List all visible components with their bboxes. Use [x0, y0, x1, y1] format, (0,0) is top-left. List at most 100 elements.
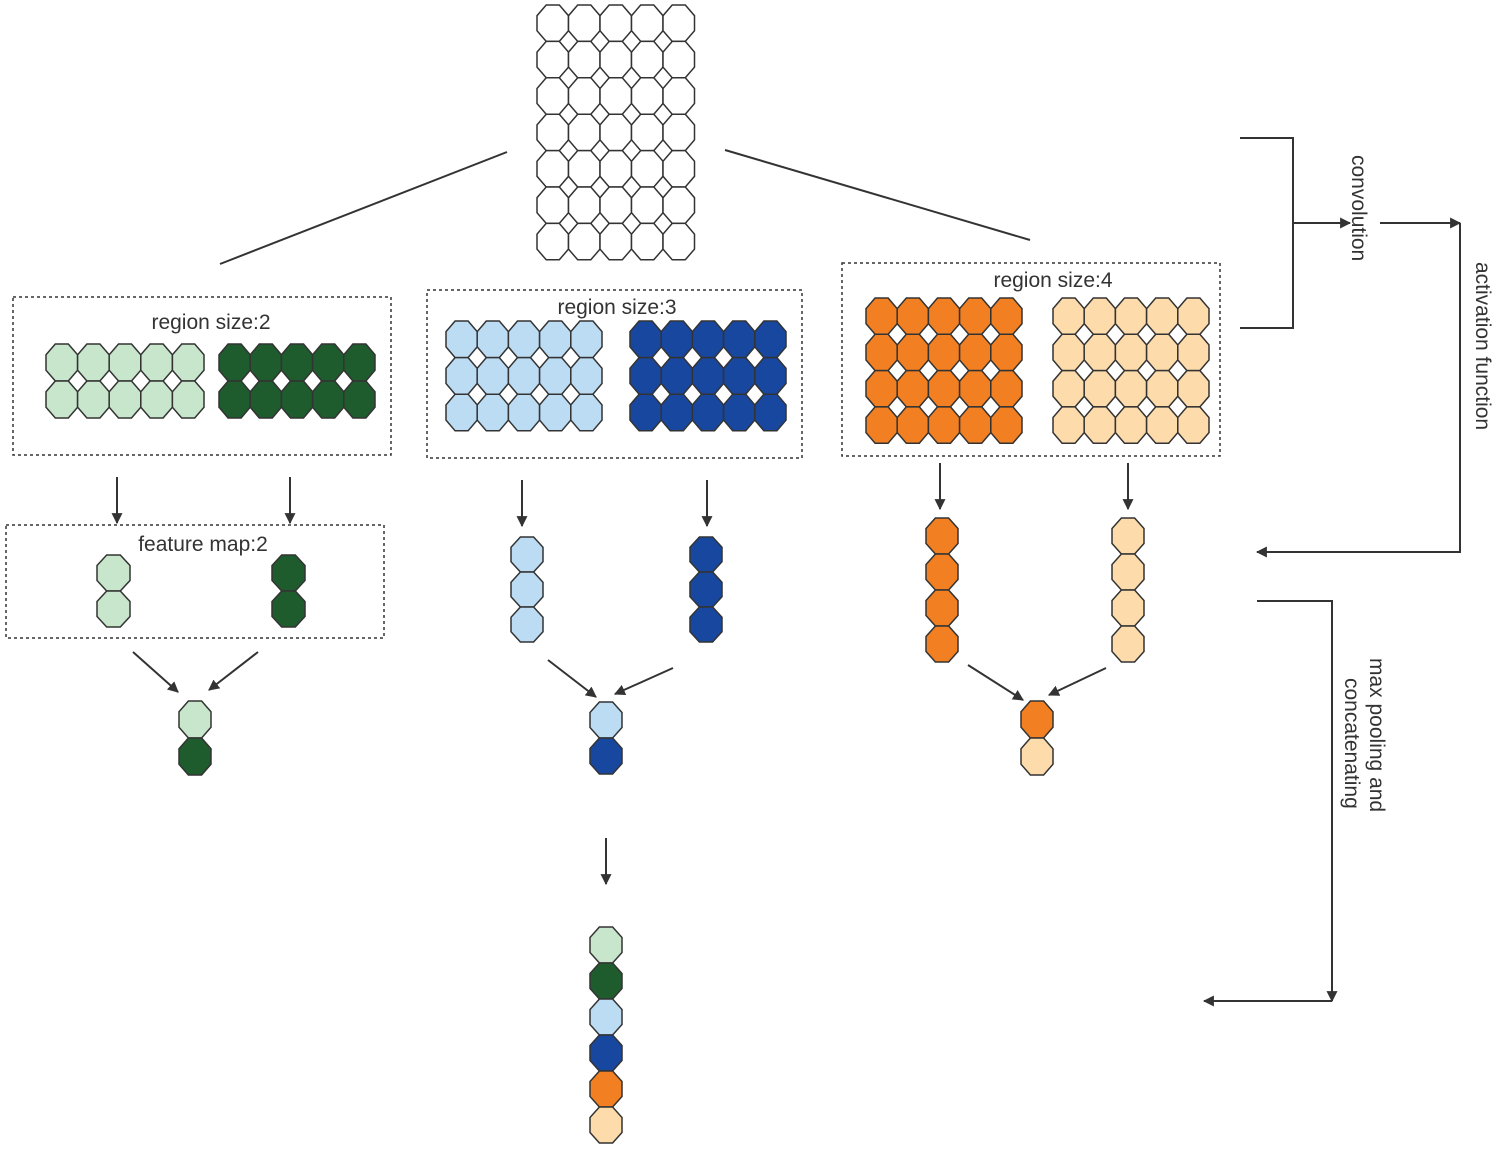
filter-r3-dark-cell: [660, 393, 694, 432]
filter-r3-dark-cell: [629, 356, 662, 395]
input-matrix-cell: [599, 4, 633, 43]
filter-r4-peach-cell: [1114, 369, 1148, 408]
input-matrix-cell: [536, 186, 570, 225]
pooled-r2-cell: [178, 737, 212, 776]
filter-r4-orange-cell: [990, 369, 1023, 408]
region-size-3-label: region size:3: [557, 296, 676, 319]
filter-r4-peach-cell: [1114, 406, 1148, 444]
input-matrix-cell: [599, 77, 633, 115]
region-size-4-label: region size:4: [993, 269, 1112, 292]
input-matrix-cell: [630, 77, 664, 115]
filter-r4-orange-cell: [927, 369, 961, 408]
filter-r2-light-cell: [140, 343, 174, 382]
filter-r4-peach-cell: [1145, 297, 1179, 336]
feature-map-r3-a-cell: [510, 571, 544, 608]
filter-r3-dark-cell: [629, 393, 662, 432]
filter-r4-orange-cell: [865, 369, 898, 408]
input-matrix-cell: [567, 186, 601, 225]
arrow-pool3-b: [613, 667, 674, 695]
filter-r3-dark-cell: [722, 320, 756, 359]
feature-map-r4-b-cell: [1111, 589, 1145, 627]
input-matrix-cell: [599, 40, 633, 79]
input-matrix-cell: [630, 186, 664, 225]
filter-r4-peach-cell: [1083, 369, 1117, 408]
pooling-label-line2: concatenating: [1340, 678, 1363, 809]
filter-r4-peach-cell: [1083, 333, 1117, 372]
pooled-r2-cell: [178, 700, 212, 739]
pooled-r4-cell: [1020, 737, 1054, 776]
filter-r4-orange-cell: [865, 406, 898, 444]
feature-map-r4-a-cell: [925, 625, 959, 663]
concatenated-output-cell: [589, 1106, 623, 1144]
filter-r2-light-cell: [108, 380, 142, 419]
activation-arrow-out: [1255, 223, 1461, 558]
arrow-pool2-a: [132, 651, 179, 693]
feature-map-r3-a-cell: [510, 536, 544, 573]
filter-r2-light-cell: [76, 380, 110, 419]
input-matrix-cell: [567, 40, 601, 79]
feature-map-r3-a-cell: [510, 606, 544, 643]
filter-r3-light-cell: [507, 393, 541, 432]
region-box-2: [12, 296, 392, 456]
filter-r2-light-cell: [45, 343, 79, 382]
input-matrix-cell: [567, 77, 601, 115]
input-matrix-cell: [567, 113, 601, 152]
filter-r2-dark-cell: [311, 380, 345, 419]
arrow-pool3-a: [547, 659, 597, 698]
region-size-2-label: region size:2: [151, 311, 270, 334]
filter-r3-light-cell: [507, 356, 541, 395]
input-matrix-cell: [536, 222, 570, 261]
filter-r4-peach-cell: [1145, 406, 1179, 444]
filter-r4-peach-cell: [1114, 333, 1148, 372]
filter-r3-light-cell: [445, 393, 478, 432]
filter-r4-peach-cell: [1145, 333, 1179, 372]
input-matrix-cell: [599, 222, 633, 261]
input-matrix-cell: [662, 113, 696, 152]
filter-r3-dark-cell: [660, 356, 694, 395]
input-matrix-cell: [536, 4, 570, 43]
filter-r2-dark-cell: [249, 343, 283, 382]
filter-r2-dark-cell: [311, 343, 345, 382]
filter-r2-light-cell: [76, 343, 110, 382]
feature-map-box: [5, 524, 385, 639]
filter-r3-light-cell: [445, 320, 478, 359]
filter-r4-orange-cell: [958, 369, 992, 408]
filter-r4-orange-cell: [958, 297, 992, 336]
filter-r2-dark-cell: [280, 343, 314, 382]
filter-r4-orange-cell: [990, 406, 1023, 444]
filter-r3-dark-cell: [722, 356, 756, 395]
filter-r2-dark-cell: [280, 380, 314, 419]
filter-r2-light-cell: [171, 380, 205, 419]
input-matrix-cell: [662, 149, 696, 188]
filter-r3-light-cell: [476, 320, 510, 359]
filter-r4-peach-cell: [1177, 369, 1210, 408]
input-matrix-cell: [630, 222, 664, 261]
filter-r4-orange-cell: [896, 406, 930, 444]
input-matrix-cell: [567, 222, 601, 261]
filter-r4-orange-cell: [990, 333, 1023, 372]
concatenated-output-cell: [589, 1034, 623, 1072]
filter-r3-light-cell: [538, 393, 572, 432]
filter-r2-dark-cell: [343, 380, 376, 419]
filter-r2-dark-cell: [218, 343, 251, 382]
filter-r3-light-cell: [538, 320, 572, 359]
filter-r2-light-cell: [171, 343, 205, 382]
arrow-pool4-b: [1048, 667, 1107, 696]
filter-r4-peach-cell: [1177, 333, 1210, 372]
filter-r3-dark-cell: [691, 393, 725, 432]
filter-r4-peach-cell: [1114, 297, 1148, 336]
input-matrix-cell: [536, 77, 570, 115]
feature-map-r3-b-cell: [689, 536, 723, 573]
input-matrix-cell: [567, 149, 601, 188]
input-matrix-cell: [630, 113, 664, 152]
input-connector-right: [724, 149, 1031, 241]
filter-r4-orange-cell: [896, 297, 930, 336]
convolution-bracket: [1240, 137, 1294, 329]
filter-r4-orange-cell: [896, 369, 930, 408]
feature-map-r2-b-cell: [271, 590, 306, 628]
filter-r2-dark-cell: [249, 380, 283, 419]
pooled-r4-cell: [1020, 700, 1054, 739]
filter-r4-peach-cell: [1052, 297, 1085, 336]
filter-r3-light-cell: [507, 320, 541, 359]
